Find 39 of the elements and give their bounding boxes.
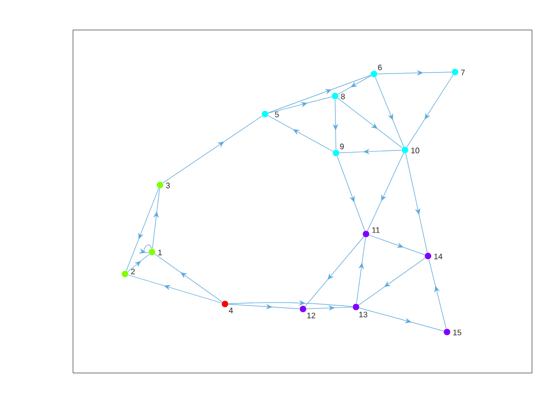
node-label: 2 (131, 268, 135, 274)
arrow (268, 74, 372, 114)
arrow (228, 300, 353, 307)
node-label: 10 (411, 148, 420, 154)
node-label: 3 (166, 182, 170, 188)
node-label: 11 (372, 227, 380, 233)
arrow (359, 308, 444, 332)
node-label: 4 (228, 308, 233, 314)
arrow (405, 153, 428, 253)
arrow (152, 188, 160, 249)
arrow (127, 254, 150, 272)
arrow (268, 96, 332, 114)
arrow (128, 274, 222, 304)
arrow (356, 237, 366, 304)
arrow (162, 116, 262, 184)
arrow (368, 234, 426, 256)
arrow (406, 74, 454, 148)
arrow (126, 188, 160, 272)
arrow (367, 152, 404, 232)
arrow (228, 304, 300, 310)
arrow (304, 236, 364, 307)
arrow (338, 75, 372, 95)
node-label: 15 (453, 330, 462, 336)
arrow (268, 115, 334, 152)
arrow (336, 156, 366, 232)
arrow (358, 258, 426, 306)
arrow (375, 76, 404, 148)
node-label: 6 (378, 64, 382, 70)
arrow (154, 254, 222, 302)
arrow (428, 259, 446, 329)
node-label: 7 (461, 70, 465, 76)
node-label: 1 (158, 250, 162, 256)
node-label: 14 (434, 254, 442, 260)
arrow (337, 98, 403, 148)
node-label: 8 (341, 94, 345, 100)
node-label: 12 (307, 312, 316, 318)
node-label: 13 (359, 312, 368, 318)
node-label: 9 (340, 144, 344, 150)
node-label: 5 (275, 112, 279, 118)
